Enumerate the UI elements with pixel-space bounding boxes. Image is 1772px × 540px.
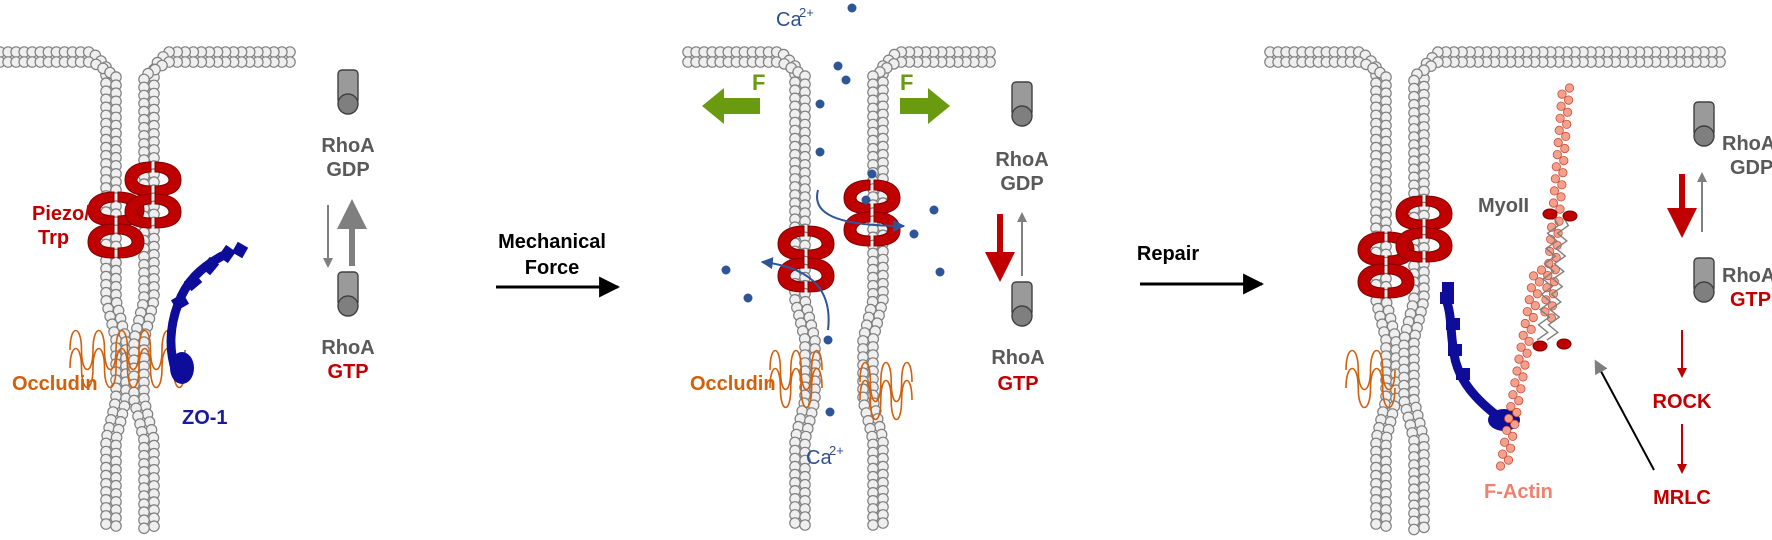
calcium-ion — [935, 267, 945, 277]
force-label: Force — [525, 257, 579, 279]
cell-membranes-repaired — [1264, 46, 1726, 536]
calcium-ion — [929, 205, 939, 215]
mrlc-label: MRLC — [1653, 487, 1711, 509]
svg-text:Ca: Ca — [776, 9, 802, 31]
actin-label: F-Actin — [1484, 481, 1553, 503]
rhoa-gdp-state: GDP — [1730, 157, 1772, 179]
svg-text:Ca: Ca — [806, 447, 832, 469]
occludin-strands — [1345, 349, 1396, 409]
svg-text:2+: 2+ — [799, 5, 814, 20]
panel-2: Ca 2+ Ca 2+ F F Occludin RhoA GDP RhoA G… — [682, 3, 1049, 531]
cell-membranes-stretched — [682, 46, 996, 531]
calcium-ion — [833, 61, 843, 71]
calcium-ion — [825, 407, 835, 417]
force-arrow-left — [702, 88, 760, 124]
occludin-strands-right — [859, 361, 913, 421]
rhoa-gdp-name: RhoA — [1722, 133, 1772, 155]
rhoa-gtp-name: RhoA — [991, 347, 1044, 369]
occludin-label: Occludin — [690, 373, 776, 395]
rhoa-gtp-icon — [1011, 281, 1033, 327]
mrlc-to-myosin-arrow — [1594, 359, 1655, 471]
f-actin-filaments — [1495, 83, 1575, 471]
piezo-trp-channel — [1357, 195, 1453, 299]
calcium-ion — [743, 293, 753, 303]
cell-membranes — [0, 46, 296, 535]
piezo-trp-channel-open — [777, 179, 901, 293]
myosin-ii — [1532, 208, 1578, 352]
transition-repair: Repair — [1137, 243, 1265, 295]
rhoa-gdp-name: RhoA — [995, 149, 1048, 171]
rhoa-gdp-name: RhoA — [321, 135, 374, 157]
channel-label-line1: Piezo/ — [32, 203, 90, 225]
rhoa-gdp-icon — [1011, 81, 1033, 127]
zo1-protein — [166, 241, 249, 384]
rhoa-gdp-icon — [337, 69, 359, 115]
rock-label: ROCK — [1653, 391, 1712, 413]
repair-label: Repair — [1137, 243, 1199, 265]
mechanical-label: Mechanical — [498, 231, 606, 253]
rhoa-gtp-icon — [1693, 257, 1715, 303]
calcium-label-bottom: Ca 2+ — [806, 443, 844, 469]
piezo-trp-channel — [87, 161, 182, 259]
calcium-ion — [909, 229, 919, 239]
rhoa-gtp-name: RhoA — [1722, 265, 1772, 287]
force-arrow-right — [900, 88, 950, 124]
calcium-ion — [847, 3, 857, 13]
rhoa-gtp-name: RhoA — [321, 337, 374, 359]
channel-label-line2: Trp — [38, 227, 69, 249]
calcium-ion — [867, 169, 877, 179]
calcium-ion — [815, 99, 825, 109]
rhoa-gtp-state: GTP — [327, 361, 368, 383]
force-label-right: F — [900, 70, 913, 95]
myosin-label: MyoII — [1478, 195, 1529, 217]
calcium-ion — [815, 147, 825, 157]
calcium-flux-arrows — [760, 189, 906, 331]
calcium-ion — [823, 335, 833, 345]
occludin-strands — [69, 329, 186, 389]
rhoa-gtp-icon — [337, 271, 359, 317]
rhoa-gtp-state: GTP — [997, 373, 1038, 395]
calcium-label-top: Ca 2+ — [776, 5, 814, 31]
calcium-ion — [841, 75, 851, 85]
zo1-label: ZO-1 — [182, 407, 228, 429]
calcium-ions — [721, 3, 945, 417]
rhoa-gdp-state: GDP — [1000, 173, 1043, 195]
rhoa-gtp-state: GTP — [1730, 289, 1771, 311]
occludin-label: Occludin — [12, 373, 98, 395]
calcium-ion — [721, 265, 731, 275]
occludin-strands-left — [769, 349, 823, 409]
zo1-protein — [1440, 282, 1520, 431]
svg-text:2+: 2+ — [829, 443, 844, 458]
panel-1: Piezo/ Trp Occludin ZO-1 RhoA GDP RhoA G… — [0, 46, 375, 535]
transition-mechanical-force: Mechanical Force — [496, 231, 621, 298]
rhoa-gdp-state: GDP — [326, 159, 369, 181]
force-label-left: F — [752, 70, 765, 95]
calcium-ion — [861, 195, 871, 205]
rhoa-gdp-icon — [1693, 101, 1715, 147]
panel-3: MyoII F-Actin RhoA GDP RhoA GTP ROCK MRL… — [1264, 46, 1772, 536]
